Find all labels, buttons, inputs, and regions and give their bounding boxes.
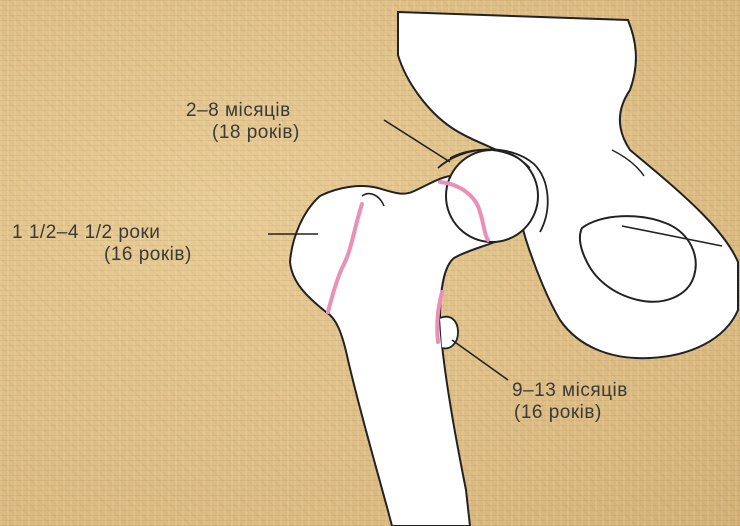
label-greater-trochanter-age: 1 1/2–4 1/2 роки <box>12 222 192 244</box>
leader-line-head <box>384 120 450 162</box>
label-head: 2–8 місяців (18 років) <box>186 100 300 144</box>
femoral-head <box>446 150 538 242</box>
label-lesser-trochanter: 9–13 місяців (16 років) <box>512 380 628 424</box>
label-greater-trochanter-fusion: (16 років) <box>12 244 192 266</box>
label-head-age: 2–8 місяців <box>186 100 300 122</box>
label-lesser-trochanter-age: 9–13 місяців <box>512 380 628 402</box>
label-greater-trochanter: 1 1/2–4 1/2 роки (16 років) <box>12 222 192 266</box>
label-lesser-trochanter-fusion: (16 років) <box>512 402 628 424</box>
leader-line-lesser-trochanter <box>452 340 508 380</box>
lesser-trochanter <box>440 317 458 349</box>
label-head-fusion: (18 років) <box>186 122 300 144</box>
